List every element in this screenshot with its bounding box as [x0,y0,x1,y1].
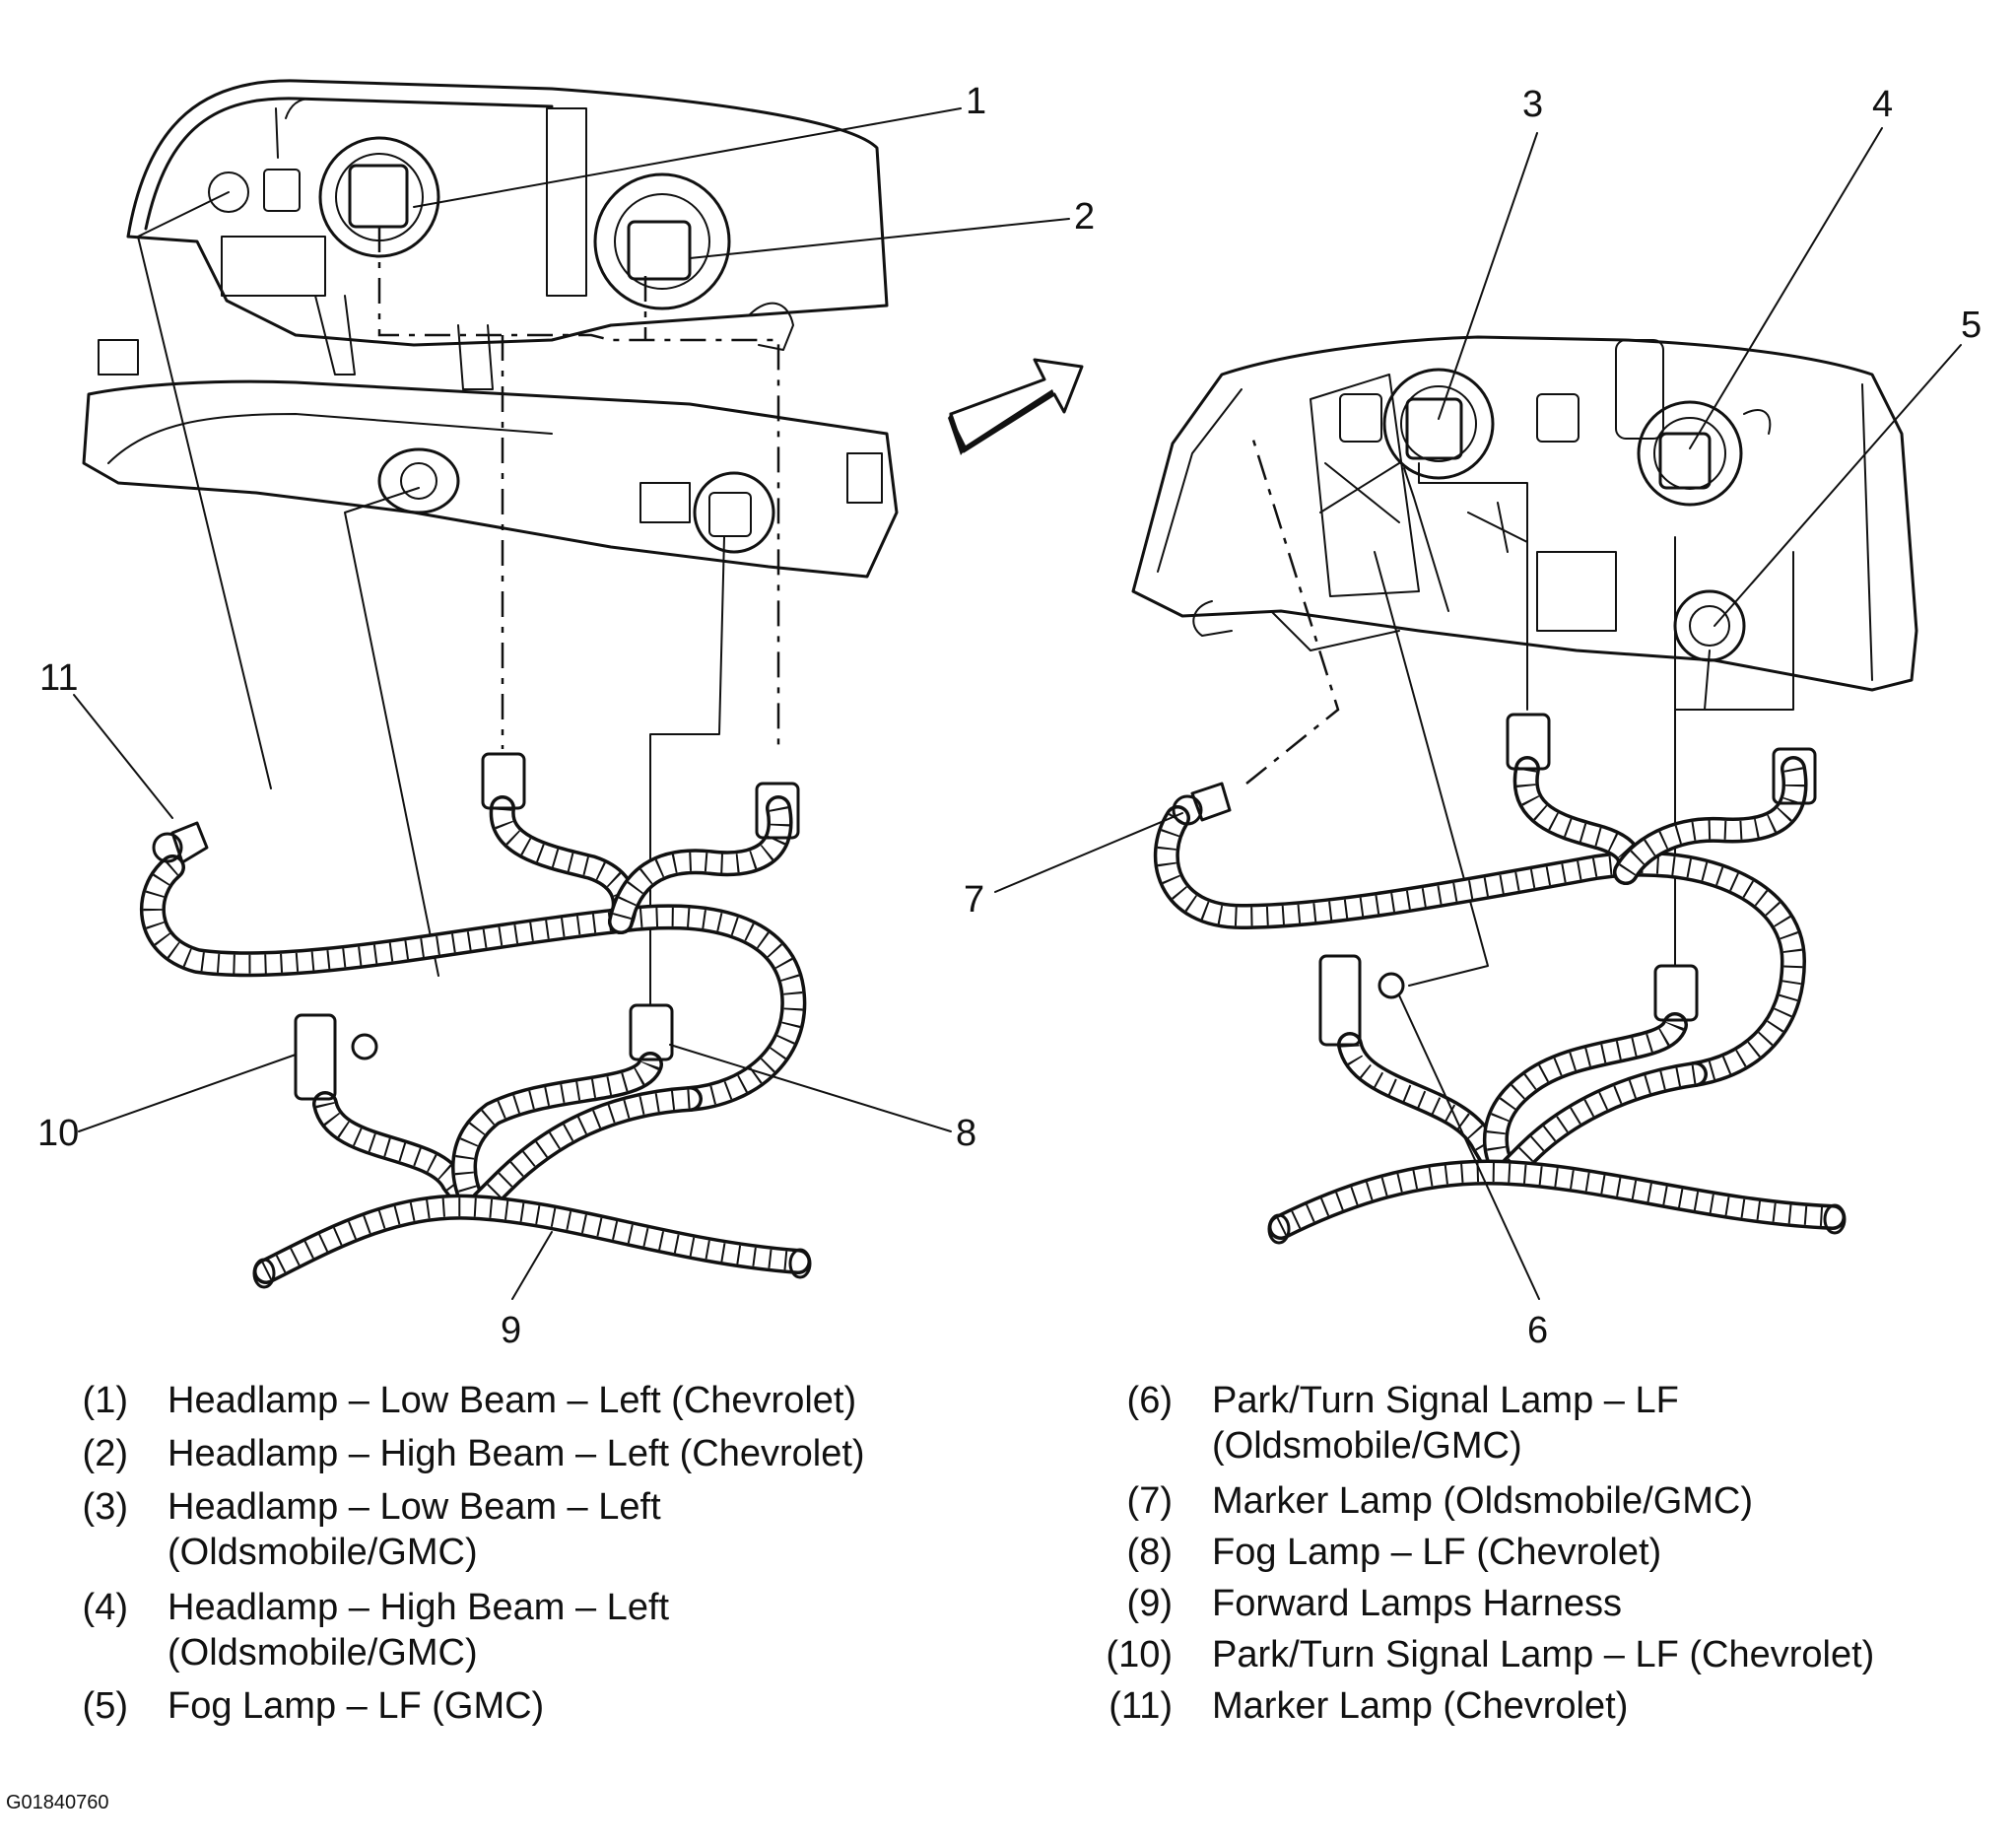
callout-2: 2 [1074,196,1095,238]
left-callout-leaders [73,107,1070,1300]
legend-number: (2) [82,1433,128,1474]
legend-number: (1) [82,1380,128,1421]
callout-7: 7 [964,879,984,921]
legend-left: (1) Headlamp – Low Beam – Left (Chevrole… [39,1378,1025,1752]
legend-number: (11) [1109,1685,1173,1727]
right-connection-lines [1245,433,1794,987]
legend-label: Park/Turn Signal Lamp – LF [1212,1380,1679,1421]
legend-number: (8) [1126,1532,1173,1573]
right-connectors [1172,713,1817,1047]
callout-1: 1 [966,81,986,122]
legend-number: (3) [82,1486,128,1528]
legend-label-continued: (Oldsmobile/GMC) [168,1532,478,1573]
callout-11: 11 [39,657,78,699]
legend-label: Headlamp – Low Beam – Left [168,1486,661,1528]
legend-number: (5) [82,1685,128,1727]
legend-number: (9) [1126,1583,1173,1624]
legend-label: Fog Lamp – LF (Chevrolet) [1212,1532,1662,1573]
legend-number: (10) [1106,1634,1173,1675]
callout-8: 8 [956,1113,976,1154]
legend-label: Headlamp – High Beam – Left [168,1587,670,1628]
legend-label: Headlamp – Low Beam – Left (Chevrolet) [168,1380,857,1421]
left-harness-9 [140,795,812,1289]
legend-number: (6) [1126,1380,1173,1421]
legend-number: (4) [82,1587,128,1628]
left-connection-lines [137,191,780,1006]
figure-code: G01840760 [6,1792,109,1813]
legend-label: Marker Lamp (Oldsmobile/GMC) [1212,1480,1753,1522]
right-harness [1153,756,1847,1245]
callout-6: 6 [1527,1310,1548,1351]
oldsmobile-gmc-headlamp-housing [1131,335,1918,692]
legend-label: Park/Turn Signal Lamp – LF (Chevrolet) [1212,1634,1875,1675]
chevrolet-headlamp-housing [126,79,889,390]
right-callout-leaders [994,127,1962,1300]
legend-label: Marker Lamp (Chevrolet) [1212,1685,1629,1727]
callout-3: 3 [1522,84,1543,125]
legend-label-continued: (Oldsmobile/GMC) [1212,1425,1522,1467]
callout-5: 5 [1961,305,1982,346]
legend-label: Fog Lamp – LF (GMC) [168,1685,545,1727]
legend-label-continued: (Oldsmobile/GMC) [168,1632,478,1674]
direction-arrow [948,358,1084,455]
legend-label: Forward Lamps Harness [1212,1583,1623,1624]
left-connectors [152,752,800,1101]
legend-label: Headlamp – High Beam – Left (Chevrolet) [168,1433,865,1474]
callout-9: 9 [501,1310,521,1351]
wiring-illustration: 1 2 3 4 5 6 7 8 9 10 11 [37,79,1982,1351]
callout-10: 10 [37,1113,79,1154]
legend-number: (7) [1126,1480,1173,1522]
chevrolet-park-lamp-lens [82,339,899,579]
callout-4: 4 [1872,84,1893,125]
callout-numbers: 1 2 3 4 5 6 7 8 9 10 11 [37,81,1982,1351]
legend-right: (6) Park/Turn Signal Lamp – LF (Oldsmobi… [1084,1378,2010,1752]
